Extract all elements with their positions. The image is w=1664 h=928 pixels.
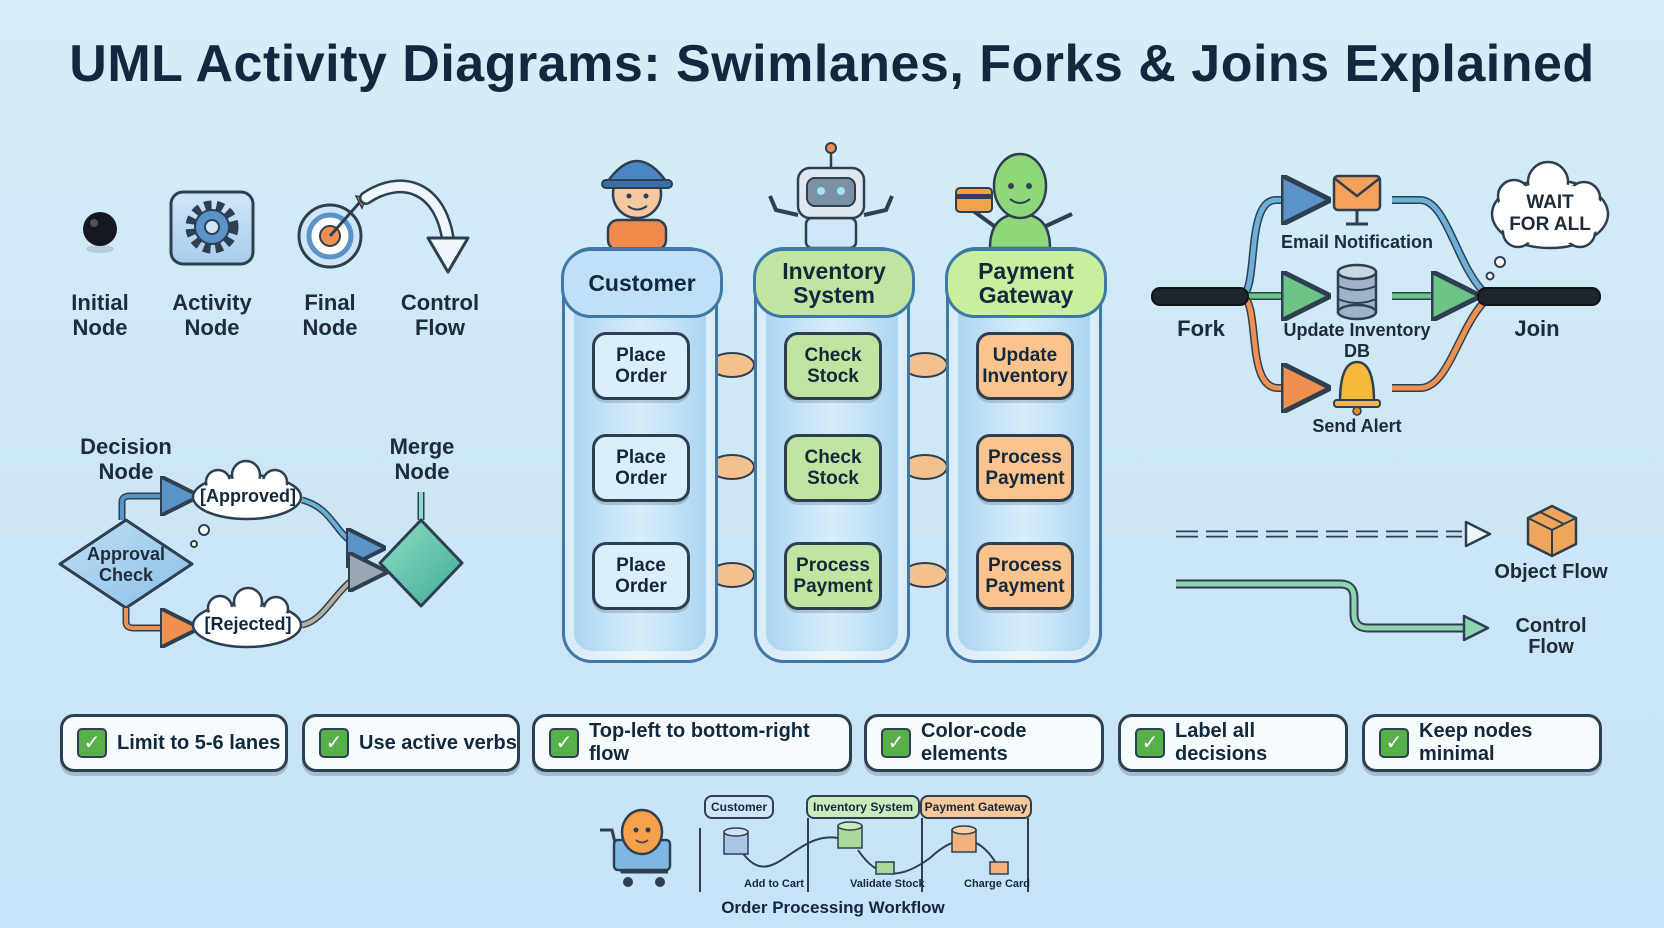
tip-text: Color-code elements [921, 720, 1027, 765]
robot-avatar [768, 142, 894, 250]
page-title: UML Activity Diagrams: Swimlanes, Forks … [69, 35, 1595, 93]
shopping-cart-icon [600, 808, 672, 887]
mini-lane-payment: Payment Gateway [920, 795, 1032, 819]
mini-step-add-to-cart: Add to Cart [744, 878, 804, 890]
approved-cloud [190, 459, 303, 548]
activity-node-place-order-3: Place Order [592, 542, 690, 610]
object-flow-arrow [1176, 520, 1492, 548]
mini-db-icon [723, 821, 1009, 875]
gear-icon [169, 190, 255, 266]
swimlane-header-inventory-system: Inventory System [753, 248, 915, 318]
tip-text: Use active verbs [359, 731, 517, 754]
final-node-label: Final Node [302, 290, 358, 340]
merge-node-label: Merge Node [389, 434, 455, 484]
mini-lane-customer: Customer [704, 795, 774, 819]
rejected-cloud [191, 586, 303, 649]
branch-update-inventory-db: Update Inventory DB [1283, 320, 1431, 361]
activity-node-process-payment-2: Process Payment [976, 434, 1074, 502]
checkmark-icon: ✓ [1379, 728, 1409, 758]
swimlane-header-payment-gateway: Payment Gateway [945, 248, 1107, 318]
tip-color-code: ✓ Color-code elements [864, 714, 1104, 772]
tip-text: Keep nodes minimal [1419, 720, 1533, 765]
branch-email-notification: Email Notification [1280, 232, 1433, 252]
tip-label-decisions: ✓ Label all decisions [1118, 714, 1348, 772]
wait-for-all-text: WAIT FOR ALL [1509, 192, 1591, 235]
merge-diamond [378, 518, 464, 608]
mini-step-validate-stock: Validate Stock [850, 878, 925, 890]
tip-flow-direction: ✓ Top-left to bottom-right flow [532, 714, 852, 772]
control-flow-label: Control Flow [400, 290, 480, 340]
activity-node-check-stock-2: Check Stock [784, 434, 882, 502]
initial-node-icon [83, 212, 117, 253]
activity-node-process-payment-1: Process Payment [784, 542, 882, 610]
swimlane-header-customer: Customer [561, 248, 723, 318]
activity-node-process-payment-3: Process Payment [976, 542, 1074, 610]
checkmark-icon: ✓ [1135, 728, 1165, 758]
control-flow-arrow [1176, 579, 1490, 642]
activity-node-place-order-1: Place Order [592, 332, 690, 400]
activity-node-check-stock-1: Check Stock [784, 332, 882, 400]
target-icon [297, 194, 368, 269]
join-label: Join [1514, 316, 1560, 341]
decision-node-label: Decision Node [80, 434, 172, 484]
worker-avatar [601, 159, 673, 252]
tip-text: Label all decisions [1175, 720, 1268, 765]
approved-label: [Approved] [200, 486, 296, 506]
package-icon [1526, 504, 1578, 558]
bell-icon [1333, 360, 1381, 416]
mini-step-charge-card: Charge Card [964, 878, 1031, 890]
fork-bar [1151, 287, 1249, 306]
credit-card-icon [955, 187, 993, 213]
handshake-icon [709, 352, 948, 588]
envelope-icon [1332, 174, 1382, 226]
tip-active-verbs: ✓ Use active verbs [302, 714, 520, 772]
branch-send-alert: Send Alert [1312, 416, 1402, 436]
thought-cloud [1485, 160, 1610, 281]
alien-avatar [970, 152, 1073, 250]
checkmark-icon: ✓ [881, 728, 911, 758]
checkmark-icon: ✓ [549, 728, 579, 758]
fork-label: Fork [1177, 316, 1225, 341]
rejected-label: [Rejected] [204, 614, 292, 634]
mini-workflow [600, 808, 1029, 892]
mini-lane-inventory: Inventory System [806, 795, 920, 819]
decision-diamond-text: Approval Check [86, 544, 165, 585]
database-icon [1336, 263, 1378, 321]
activity-node-place-order-2: Place Order [592, 434, 690, 502]
checkmark-icon: ✓ [77, 728, 107, 758]
object-flow-label: Object Flow [1494, 561, 1608, 583]
mini-workflow-title: Order Processing Workflow [721, 898, 945, 917]
join-bar [1477, 287, 1601, 306]
tip-text: Top-left to bottom-right flow [589, 720, 810, 765]
tip-keep-minimal: ✓ Keep nodes minimal [1362, 714, 1602, 772]
tip-text: Limit to 5-6 lanes [117, 731, 281, 754]
control-flow-legend-label: Control Flow [1515, 615, 1587, 658]
activity-node-update-inventory: Update Inventory [976, 332, 1074, 400]
activity-node-label: Activity Node [172, 290, 252, 340]
initial-node-label: Initial Node [71, 290, 129, 340]
tip-limit-lanes: ✓ Limit to 5-6 lanes [60, 714, 288, 772]
checkmark-icon: ✓ [319, 728, 349, 758]
